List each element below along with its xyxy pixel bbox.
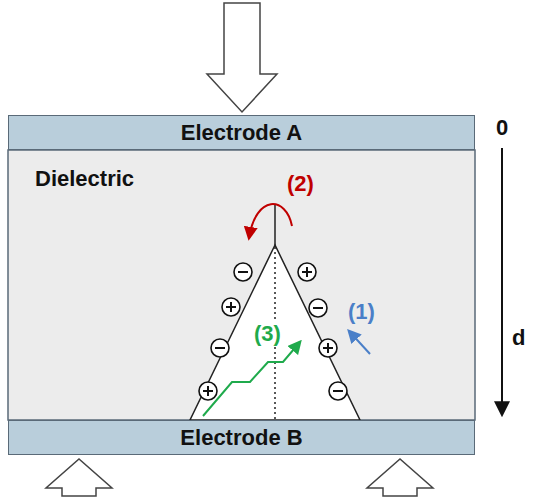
space-charges bbox=[199, 263, 347, 400]
force-arrow bbox=[46, 459, 112, 496]
axis-label: 0 bbox=[494, 116, 510, 140]
process-arrow bbox=[349, 331, 370, 354]
electrode-bar: Electrode A bbox=[8, 115, 475, 150]
node-label: Dielectric bbox=[35, 166, 134, 191]
process-arrow bbox=[249, 204, 292, 238]
node-label: Electrode B bbox=[180, 425, 302, 451]
node-label: Electrode A bbox=[181, 120, 302, 146]
depth-axis bbox=[501, 148, 503, 414]
callout-number: (1) bbox=[346, 300, 377, 324]
electrode-bar: Electrode B bbox=[8, 420, 475, 455]
dielectric-ground bbox=[8, 150, 475, 420]
process-arrow bbox=[203, 342, 300, 416]
dielectric-band: Dielectric bbox=[8, 150, 475, 420]
force-arrow bbox=[367, 459, 433, 496]
axis-label: d bbox=[510, 326, 527, 350]
callout-number: (3) bbox=[252, 322, 283, 346]
force-arrow bbox=[207, 3, 277, 112]
electrical-tree bbox=[190, 205, 360, 420]
callout-number: (2) bbox=[285, 172, 316, 196]
